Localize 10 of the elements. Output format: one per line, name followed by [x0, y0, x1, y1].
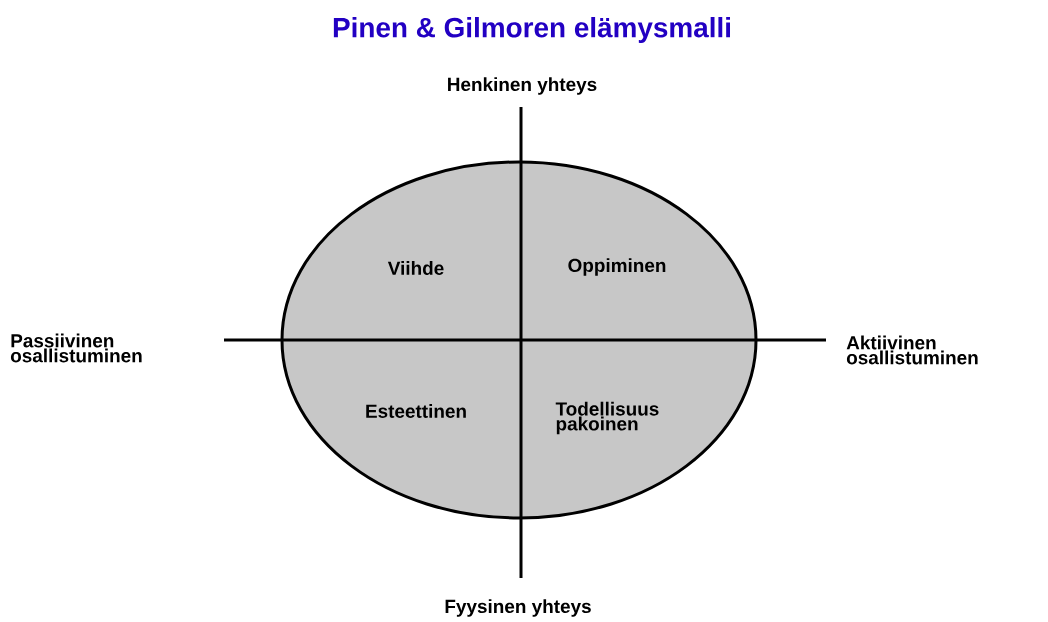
quadrant-label: Viihde	[387, 261, 444, 275]
quadrant-label: Oppiminen	[568, 258, 666, 276]
axis-label: Passiivinen osallistuminen	[10, 333, 142, 363]
ellipse	[280, 160, 758, 520]
quadrant-label: Esteettinen	[366, 404, 466, 418]
axis-label: Henkinen yhteys	[448, 77, 597, 95]
quadrant-label: Todellisuus pakoinen	[555, 401, 659, 435]
title: Pinen & Gilmoren elämysmalli	[333, 17, 730, 43]
axis-label: Aktiivinen osallistuminen	[846, 335, 978, 365]
axis-label: Fyysinen yhteys	[445, 599, 591, 617]
